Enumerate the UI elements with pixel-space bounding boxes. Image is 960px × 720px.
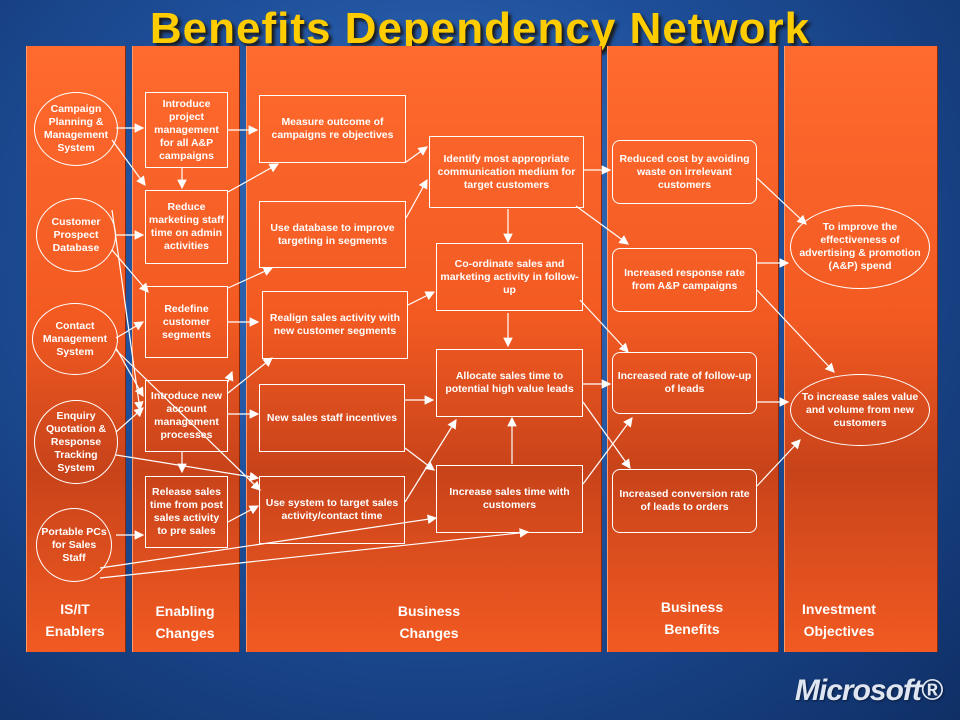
column-investment-objectives (784, 46, 938, 652)
business-increase-sales-time: Increase sales time with customers (436, 465, 583, 533)
column-title-objectives: Investment Objectives (802, 601, 876, 639)
business-measure-outcome: Measure outcome of campaigns re objectiv… (259, 95, 406, 163)
enabling-reduce-admin-time: Reduce marketing staff time on admin act… (145, 190, 228, 264)
column-title-it: IS/IT Enablers (45, 601, 105, 639)
benefit-followup-rate: Increased rate of follow-up of leads (612, 352, 757, 414)
benefit-response-rate: Increased response rate from A&P campaig… (612, 248, 757, 312)
business-identify-medium: Identify most appropriate communication … (429, 136, 584, 208)
business-use-system: Use system to target sales activity/cont… (259, 476, 405, 544)
column-title-business: Business Changes (397, 603, 461, 641)
microsoft-logo: Microsoft® (794, 674, 943, 707)
enabling-redefine-segments: Redefine customer segments (145, 286, 228, 358)
business-coordinate-activity: Co-ordinate sales and marketing activity… (436, 243, 583, 311)
page-title: Benefits Dependency Network (149, 4, 811, 53)
objective-ap-effectiveness: To improve the effectiveness of advertis… (790, 205, 930, 289)
enabler-contact-system: Contact Management System (32, 303, 118, 375)
enabler-portable-pcs: Portable PCs for Sales Staff (36, 508, 112, 582)
objective-sales-volume: To increase sales value and volume from … (790, 374, 930, 446)
business-use-database: Use database to improve targeting in seg… (259, 201, 406, 268)
business-sales-incentives: New sales staff incentives (259, 384, 405, 452)
enabling-introduce-pm: Introduce project management for all A&P… (145, 92, 228, 168)
enabling-account-management: Introduce new account management process… (145, 380, 228, 452)
enabler-campaign-system: Campaign Planning & Management System (34, 92, 118, 166)
enabler-enquiry-system: Enquiry Quotation & Response Tracking Sy… (34, 400, 118, 484)
column-enabling-changes (132, 46, 240, 652)
column-title-enabling: Enabling Changes (155, 603, 215, 641)
enabling-release-sales-time: Release sales time from post sales activ… (145, 476, 228, 548)
business-allocate-time: Allocate sales time to potential high va… (436, 349, 583, 417)
enabler-customer-database: Customer Prospect Database (36, 198, 116, 272)
benefit-reduced-cost: Reduced cost by avoiding waste on irrele… (612, 140, 757, 204)
benefit-conversion-rate: Increased conversion rate of leads to or… (612, 469, 757, 533)
column-title-benefits: Business Benefits (660, 599, 724, 637)
business-realign-sales: Realign sales activity with new customer… (262, 291, 408, 359)
